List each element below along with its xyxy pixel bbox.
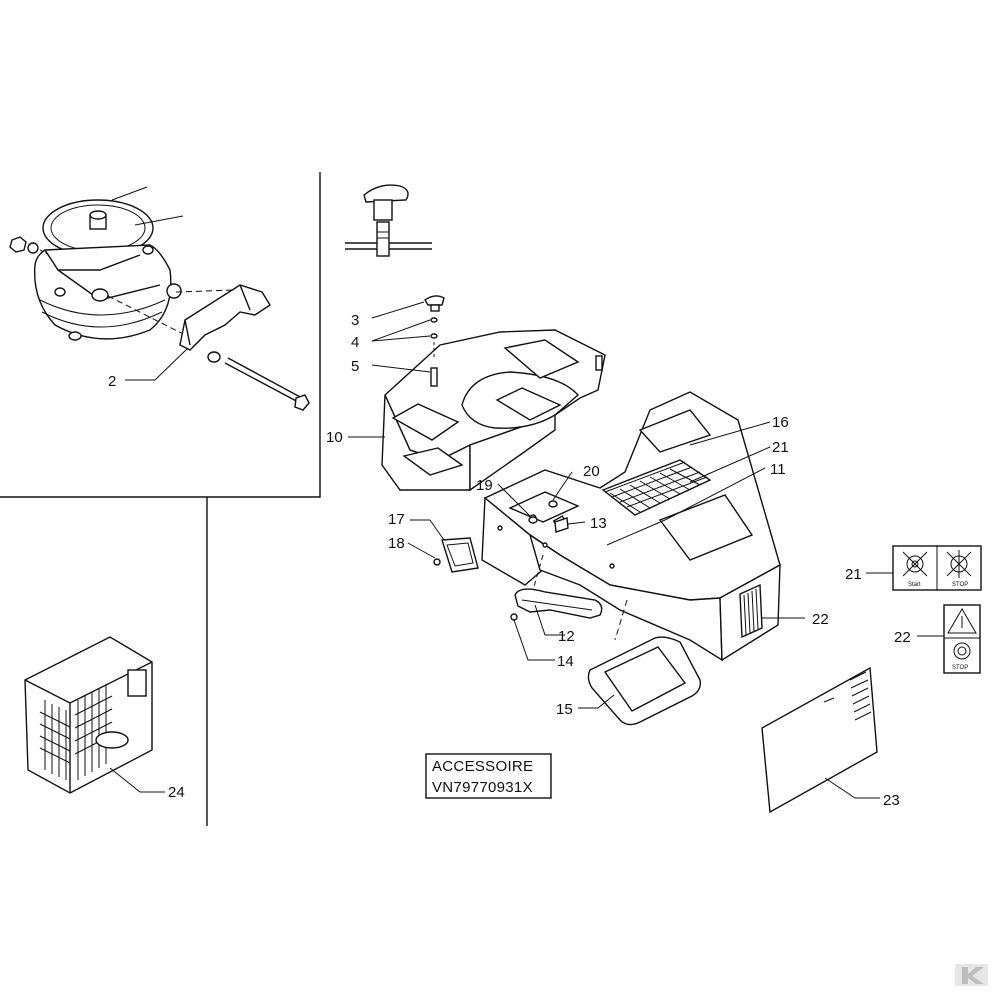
callout-24: 24 [168, 784, 185, 801]
brand-logo-icon [95, 731, 129, 749]
callout-18: 18 [388, 535, 405, 552]
callout-3: 3 [351, 312, 359, 329]
callout-21-upper: 21 [772, 439, 789, 456]
decal-21-start-stop: Start STOP [866, 545, 982, 591]
callout-23: 23 [883, 792, 900, 809]
callout-15: 15 [556, 701, 573, 718]
callout-14: 14 [557, 653, 574, 670]
callout-2: 2 [108, 373, 116, 390]
callout-17: 17 [388, 511, 405, 528]
callout-11: 11 [770, 461, 786, 478]
callout-21-decal: 21 [845, 566, 862, 583]
callout-16: 16 [772, 414, 789, 431]
decal-21-stop-caption: STOP [952, 582, 968, 588]
callout-5: 5 [351, 358, 359, 375]
callout-10: 10 [326, 429, 343, 446]
start-stop-decal-icon [902, 550, 972, 578]
cage-cover-part-24 [24, 636, 165, 794]
callout-22-decal: 22 [894, 629, 911, 646]
lower-body-part-11 [481, 391, 805, 662]
accessory-part-number: VN79770931X [432, 779, 533, 796]
pulley-assembly-drawing [9, 186, 310, 411]
accessory-title: ACCESSOIRE [432, 758, 533, 775]
callout-20: 20 [583, 463, 600, 480]
plate-and-screw-parts-17-18 [407, 519, 479, 573]
manual-sheet-part-23 [761, 666, 880, 814]
callout-13: 13 [590, 515, 607, 532]
frame-part-15 [578, 599, 702, 726]
knob-washer-screw-parts-3-4-5 [348, 295, 445, 438]
accessory-box: ACCESSOIRE VN79770931X [425, 753, 552, 799]
callout-4: 4 [351, 334, 359, 351]
decal-22-warning: STOP [917, 604, 981, 674]
handle-part-12-and-screw-14 [510, 554, 603, 661]
decal-21-start-caption: Start [908, 582, 921, 588]
upper-cover-part-10 [381, 329, 606, 492]
panel-divider-lines [0, 172, 321, 826]
callout-22-main: 22 [812, 611, 829, 628]
brand-watermark-icon [955, 964, 988, 986]
decal-22-stop-caption: STOP [952, 665, 968, 671]
callout-19: 19 [476, 477, 493, 494]
callout-12: 12 [558, 628, 575, 645]
knob-detail-drawing [345, 184, 432, 257]
warning-triangle-icon [947, 608, 977, 634]
stop-gear-icon [953, 642, 971, 660]
small-fastener-parts-19-20-13 [497, 471, 586, 533]
